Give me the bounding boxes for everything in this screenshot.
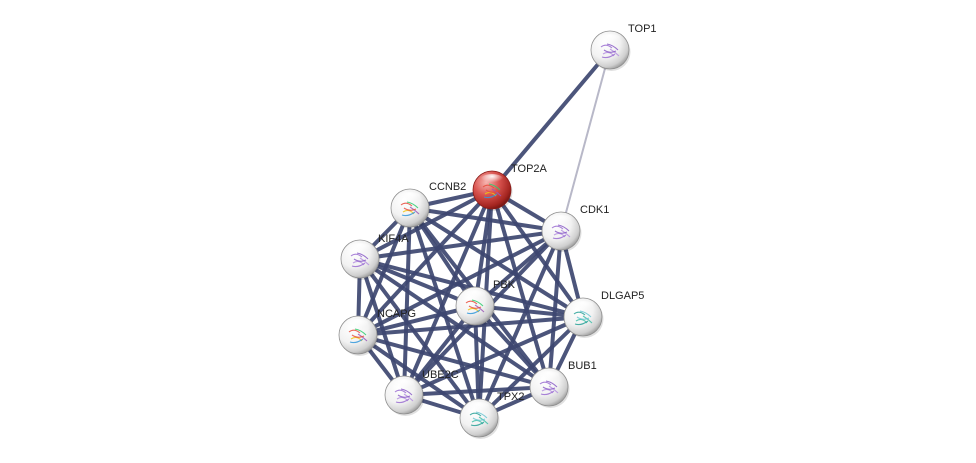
- edge-ccnb2-cdk1[interactable]: [408, 206, 563, 233]
- structure-stroke: [474, 304, 485, 313]
- structure-stroke: [470, 421, 485, 427]
- edge-top2a-kif4a[interactable]: [358, 188, 494, 261]
- structure-stroke: [574, 320, 589, 326]
- node-dlgap5[interactable]: [563, 297, 604, 338]
- node-label-ncapg: NCAPG: [377, 308, 416, 320]
- node-label-top2a: TOP2A: [511, 163, 548, 175]
- edge-top1-cdk1[interactable]: [560, 49, 611, 232]
- structure-stroke: [397, 394, 411, 398]
- edge-top1-top2a[interactable]: [490, 48, 612, 192]
- edge-kif4a-pbk[interactable]: [358, 257, 477, 308]
- edge-cdk1-kif4a[interactable]: [358, 229, 563, 261]
- node-label-bub1: BUB1: [568, 360, 597, 372]
- edge-kif4a-bub1[interactable]: [358, 257, 551, 389]
- node-highlight: [549, 215, 573, 227]
- node-label-pbk: PBK: [493, 279, 516, 291]
- structure-stroke: [582, 315, 593, 324]
- structure-stroke: [554, 230, 568, 234]
- node-label-tpx2: TPX2: [497, 391, 525, 403]
- structure-stroke: [472, 417, 486, 421]
- edge-dlgap5-ncapg[interactable]: [356, 315, 585, 337]
- node-highlight: [348, 243, 372, 255]
- node-pbk[interactable]: [455, 286, 496, 327]
- structure-stroke: [540, 390, 555, 396]
- node-tpx2[interactable]: [459, 398, 500, 439]
- node-highlight: [467, 402, 491, 414]
- structure-stroke: [468, 305, 482, 309]
- node-label-ccnb2: CCNB2: [429, 181, 466, 193]
- node-highlight: [463, 290, 487, 302]
- structure-stroke: [601, 53, 616, 59]
- structure-stroke: [395, 398, 410, 404]
- structure-stroke: [401, 211, 416, 217]
- node-top1[interactable]: [590, 30, 631, 71]
- edge-top2a-ube2c[interactable]: [402, 188, 494, 397]
- edge-bub1-ube2c[interactable]: [402, 385, 551, 397]
- edge-ncapg-bub1[interactable]: [356, 333, 551, 389]
- structure-stroke: [485, 189, 499, 193]
- node-highlight: [392, 379, 416, 391]
- protein-structure-icon: [573, 310, 593, 326]
- structure-stroke: [351, 262, 366, 268]
- edge-ccnb2-ube2c[interactable]: [402, 206, 412, 397]
- structure-stroke: [542, 386, 556, 390]
- nodes-layer: [338, 30, 631, 439]
- structure-stroke: [603, 49, 617, 53]
- node-ncapg[interactable]: [338, 315, 379, 356]
- node-kif4a[interactable]: [340, 239, 381, 280]
- node-highlight: [480, 174, 504, 186]
- node-top2a[interactable]: [472, 170, 513, 211]
- node-label-dlgap5: DLGAP5: [601, 290, 644, 302]
- structure-stroke: [609, 48, 620, 57]
- structure-stroke: [576, 316, 590, 320]
- node-label-cdk1: CDK1: [580, 204, 609, 216]
- node-cdk1[interactable]: [541, 211, 582, 252]
- edge-dlgap5-tpx2[interactable]: [477, 315, 585, 420]
- structure-stroke: [349, 338, 364, 344]
- node-highlight: [537, 371, 561, 383]
- structure-stroke: [483, 193, 498, 199]
- protein-structure-icon: [465, 299, 485, 315]
- structure-stroke: [359, 257, 370, 266]
- node-highlight: [571, 301, 595, 313]
- edge-top2a-ncapg[interactable]: [356, 188, 494, 337]
- structure-stroke: [491, 188, 502, 197]
- edge-dlgap5-ube2c[interactable]: [402, 315, 585, 397]
- node-label-ube2c: UBE2C: [422, 369, 459, 381]
- edge-pbk-ncapg[interactable]: [356, 304, 477, 337]
- structure-stroke: [353, 258, 367, 262]
- node-label-kif4a: KIF4A: [378, 233, 409, 245]
- edge-cdk1-tpx2[interactable]: [477, 229, 563, 420]
- node-bub1[interactable]: [529, 367, 570, 408]
- structure-stroke: [403, 207, 417, 211]
- structure-stroke: [552, 234, 567, 240]
- node-highlight: [398, 192, 422, 204]
- edge-ncapg-tpx2[interactable]: [356, 333, 481, 420]
- node-ube2c[interactable]: [384, 375, 425, 416]
- structure-stroke: [357, 333, 368, 342]
- node-label-top1: TOP1: [628, 23, 657, 35]
- structure-stroke: [548, 385, 559, 394]
- node-highlight: [598, 34, 622, 46]
- structure-stroke: [466, 309, 481, 315]
- structure-stroke: [409, 206, 420, 215]
- node-ccnb2[interactable]: [390, 188, 431, 229]
- node-highlight: [346, 319, 370, 331]
- structure-stroke: [560, 229, 571, 238]
- edge-ccnb2-ncapg[interactable]: [356, 206, 412, 337]
- structure-stroke: [351, 334, 365, 338]
- structure-stroke: [403, 393, 414, 402]
- structure-stroke: [478, 416, 489, 425]
